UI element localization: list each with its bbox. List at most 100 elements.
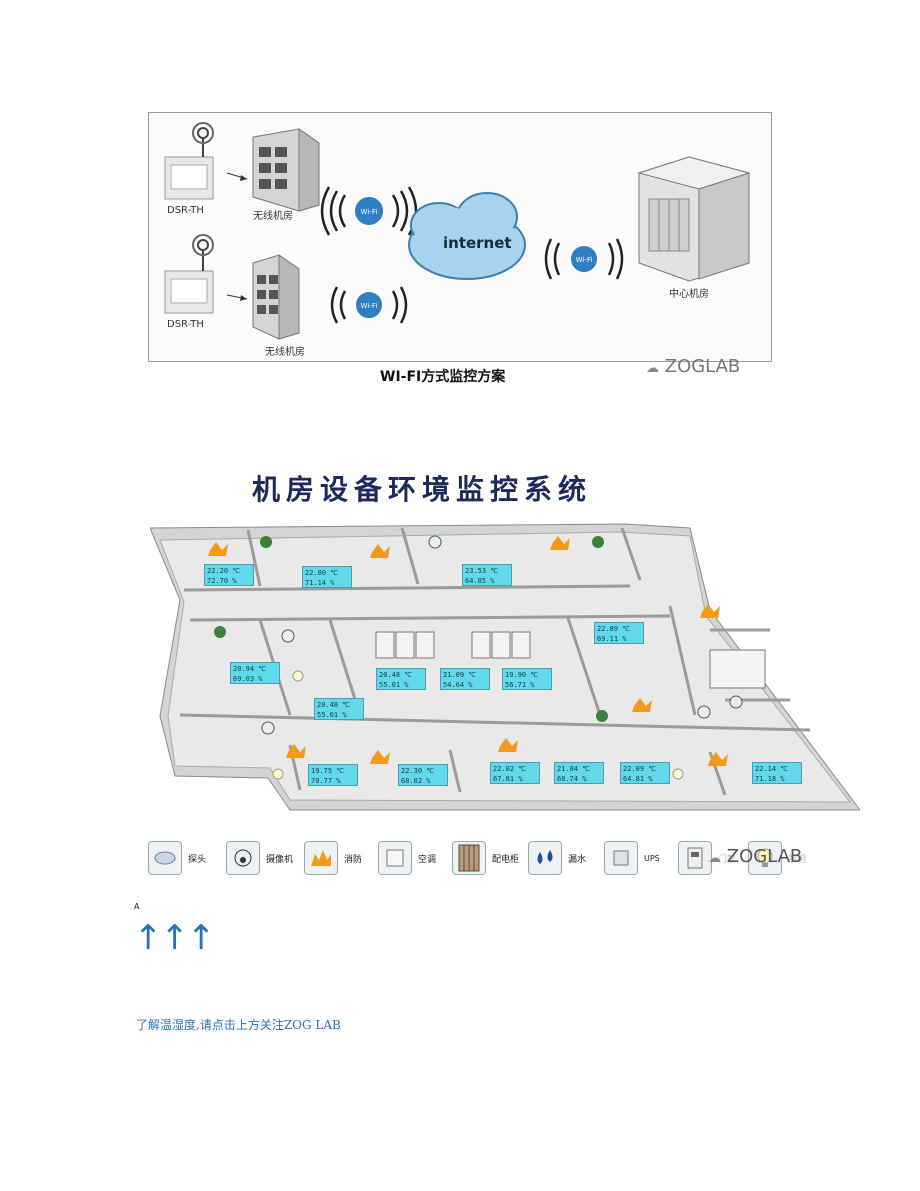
internet-label: internet	[443, 234, 512, 252]
water-leak-icon	[528, 841, 562, 875]
sensor-readout: 22.09 ℃ 64.81 %	[620, 762, 670, 784]
fire-alarm-icon	[208, 536, 728, 766]
legend-label: UPS	[644, 853, 660, 863]
wifi-badge-text: Wi-Fi	[576, 256, 593, 264]
temperature-value: 22.14 ℃	[755, 765, 789, 773]
humidity-value: 54.64 %	[443, 681, 473, 689]
legend-item-probe: 探头	[148, 838, 206, 878]
temperature-value: 20.48 ℃	[317, 701, 351, 709]
sensor-readout: 22.30 ℃ 68.02 %	[398, 764, 448, 786]
watermark: ☁ ZOGLAB	[646, 356, 740, 377]
probe-icon	[148, 841, 182, 875]
diagram-caption: WI-FI方式监控方案	[380, 369, 506, 385]
temperature-value: 20.94 ℃	[233, 665, 267, 673]
temperature-value: 21.09 ℃	[443, 671, 477, 679]
wifi-diagram: Wi-Fi Wi-Fi Wi-Fi DSR-	[148, 112, 772, 362]
legend-item-light: 照明	[748, 838, 806, 878]
sensor-readout: 22.02 ℃ 67.81 %	[490, 762, 540, 784]
legend-label: 消防	[344, 854, 363, 865]
temperature-value: 19.90 ℃	[505, 671, 539, 679]
humidity-value: 55.01 %	[379, 681, 409, 689]
camera-icon	[226, 841, 260, 875]
humidity-value: 70.77 %	[311, 777, 341, 785]
temperature-value: 22.09 ℃	[623, 765, 657, 773]
fire-alarm-icon	[304, 841, 338, 875]
room-label: 无线机房	[253, 211, 293, 222]
plant-icon	[214, 536, 608, 722]
sensor-readout: 21.09 ℃ 54.64 %	[440, 668, 490, 690]
humidity-value: 64.85 %	[465, 577, 495, 585]
ups-icon	[604, 841, 638, 875]
room-label: 无线机房	[265, 347, 305, 358]
room-building-icon	[252, 254, 300, 340]
legend-item-ups: UPS	[604, 838, 660, 878]
floor-plan-graphic	[150, 523, 860, 811]
legend-label: 照明	[788, 854, 807, 865]
legend-item-leak: 漏水	[528, 838, 586, 878]
air-conditioner-icon	[378, 841, 412, 875]
power-cabinet-icon	[452, 841, 486, 875]
wifi-signal-icon	[544, 238, 624, 280]
up-arrows: ↑↑↑	[134, 918, 215, 958]
temperature-value: 22.80 ℃	[305, 569, 339, 577]
humidity-value: 69.03 %	[233, 675, 263, 683]
device-label: DSR-TH	[167, 205, 204, 216]
device-label: DSR-TH	[167, 319, 204, 330]
legend-item-cabinet: 配电柜	[452, 838, 519, 878]
legend-item-camera: 摄像机	[226, 838, 293, 878]
sensor-readout: 20.94 ℃ 69.03 %	[230, 662, 280, 684]
temperature-value: 22.02 ℃	[493, 765, 527, 773]
camera-icon	[261, 535, 743, 735]
temperature-value: 22.30 ℃	[401, 767, 435, 775]
sensor-readout: 22.80 ℃ 71.14 %	[302, 566, 352, 588]
humidity-value: 67.81 %	[493, 775, 523, 783]
humidity-value: 64.81 %	[623, 775, 653, 783]
temperature-value: 19.75 ℃	[311, 767, 345, 775]
light-bulb-icon	[748, 841, 782, 875]
legend: 探头 摄像机 消防 空调 配电柜 漏水 UPS 门禁 照明 ☁ ZOGLAB	[148, 838, 838, 878]
sensor-readout: 22.14 ℃ 71.18 %	[752, 762, 802, 784]
data-center-building-icon	[637, 156, 751, 282]
temperature-value: 20.48 ℃	[379, 671, 413, 679]
small-mark: A	[134, 902, 140, 911]
legend-item-ac: 空调	[378, 838, 436, 878]
sensor-readout: 22.89 ℃ 69.11 %	[594, 622, 644, 644]
sensor-readout: 19.75 ℃ 70.77 %	[308, 764, 358, 786]
wifi-signal-icon	[330, 286, 408, 324]
wifi-badge-icon	[354, 290, 384, 320]
temperature-value: 22.20 ℃	[207, 567, 241, 575]
legend-label: 探头	[188, 854, 207, 865]
light-bulb-icon	[272, 670, 684, 780]
legend-label: 配电柜	[492, 854, 520, 865]
humidity-value: 55.01 %	[317, 711, 347, 719]
humidity-value: 69.11 %	[597, 635, 627, 643]
sensor-readout: 20.48 ℃ 55.01 %	[376, 668, 426, 690]
humidity-value: 56.71 %	[505, 681, 535, 689]
wifi-badge-icon	[569, 244, 599, 274]
watermark-text: ZOGLAB	[726, 846, 803, 867]
watermark: ☁ ZOGLAB	[708, 846, 802, 867]
temperature-value: 22.89 ℃	[597, 625, 631, 633]
system-title: 机房设备环境监控系统	[252, 473, 593, 506]
wifi-diagram-graphic: Wi-Fi Wi-Fi Wi-Fi	[164, 122, 751, 340]
sensor-readout: 23.53 ℃ 64.85 %	[462, 564, 512, 586]
wechat-icon: ☁	[646, 361, 659, 376]
sensor-readout: 19.90 ℃ 56.71 %	[502, 668, 552, 690]
humidity-value: 71.18 %	[755, 775, 785, 783]
temperature-value: 21.84 ℃	[557, 765, 591, 773]
internet-cloud-icon	[408, 192, 526, 280]
watermark-text: ZOGLAB	[664, 356, 741, 377]
temperature-value: 23.53 ℃	[465, 567, 499, 575]
legend-item-access: 门禁	[678, 838, 736, 878]
sensor-device-icon	[164, 122, 214, 200]
legend-label: 漏水	[568, 854, 587, 865]
sensor-readout: 20.48 ℃ 55.01 %	[314, 698, 364, 720]
humidity-value: 68.02 %	[401, 777, 431, 785]
follow-prompt-link[interactable]: 了解温湿度,请点击上方关注ZOG LAB	[136, 1018, 341, 1032]
wifi-badge-text: Wi-Fi	[361, 208, 378, 216]
legend-label: 摄像机	[266, 854, 294, 865]
humidity-value: 71.14 %	[305, 579, 335, 587]
